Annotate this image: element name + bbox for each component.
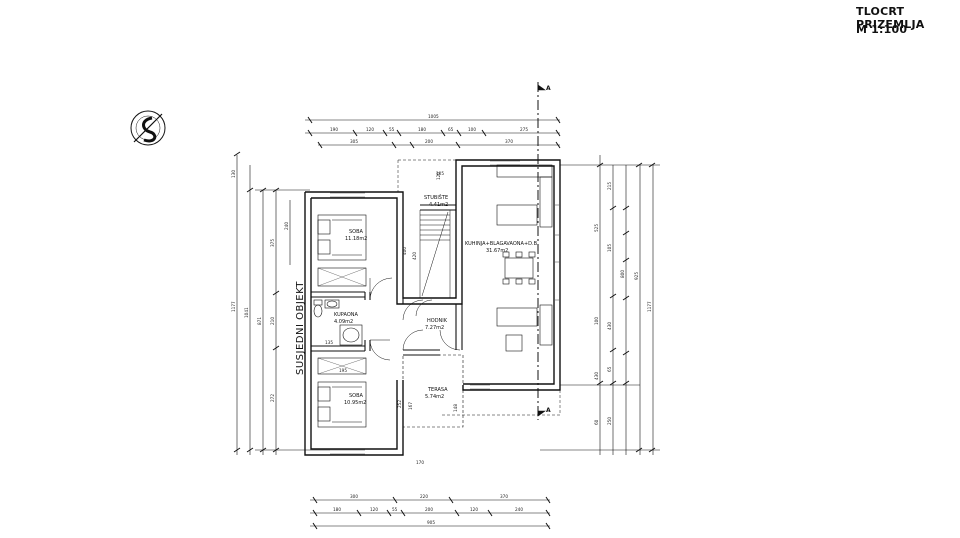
bed-icon [317,214,367,261]
dim-left-extra-0: 130 [231,170,236,178]
dim-bot-r2-1: 120 [370,507,378,512]
dim-int-6: 252 [397,400,402,408]
dim-bot-r1-2: 370 [500,494,508,499]
dim-top-r1-6: 275 [520,127,528,132]
dim-top-r2-4: 370 [505,139,513,144]
dim-top-r1-4: 65 [448,127,454,132]
dim-top-r1-5: 100 [468,127,476,132]
kitchen-counter [496,164,553,228]
dim-right-col5-0: 525 [594,224,599,232]
drawing-title: TLOCRT PRIZEMLJA [856,5,925,31]
dim-top-r1-1: 120 [366,127,374,132]
dim-left-col2: 1041 [244,307,249,318]
dim-bot-r1-1: 220 [420,494,428,499]
windows [330,160,559,455]
dim-int-9: 170 [416,460,424,465]
neighbor-label: SUSJEDNI OBJEKT [295,281,306,375]
left-dimension-lines [233,151,330,455]
wardrobe-icon [317,357,367,375]
dim-top-r2-0: 305 [350,139,358,144]
dim-int-2: 400 [402,247,407,255]
dim-right-col2: 925 [634,272,639,280]
dim-bot-r2-4: 120 [470,507,478,512]
dim-int-3: 420 [412,252,417,260]
dim-top-r1-2: 55 [389,127,395,132]
roof-outline [397,159,561,416]
terrace-outline [402,354,464,428]
dim-left-col3: 871 [257,317,262,325]
dim-bot-r2-3: 200 [425,507,433,512]
room-name-hodnik: HODNIK [427,318,448,324]
dim-left-extra-1: 240 [284,222,289,230]
dim-left-col4-0: 375 [270,239,275,247]
bottom-dimension-lines [310,496,551,530]
dim-int-0: 105 [436,171,444,176]
drawing-scale: M 1:100 [856,23,908,36]
dim-left-col4-2: 272 [270,394,275,402]
dim-int-8: 148 [453,404,458,412]
room-name-terasa: TERASA [427,387,448,393]
sofa-icon [496,304,553,352]
dim-bot-r2-5: 240 [515,507,523,512]
room-name-stubiste: STUBIŠTE [424,194,448,201]
dim-bot-r1-0: 300 [350,494,358,499]
dim-int-5: 135 [325,340,333,345]
dim-right-col3: 800 [620,270,625,278]
room-name-soba1: SOBA [349,229,364,235]
dim-right-col5-1: 100 [594,317,599,325]
room-name-kuhinja: KUHINJA+BLAGAVAONA+D.B. [465,241,539,247]
bed-icon [317,381,367,428]
room-area-kuhinja: 31.67m2 [486,248,508,254]
dim-bot-r2-2: 55 [392,507,398,512]
dim-top-r2-2: 200 [425,139,433,144]
door-swings [369,277,461,361]
section-label-bottom: A [546,407,551,414]
dim-int-7: 167 [408,402,413,410]
dim-right-col4-4: 250 [607,417,612,425]
room-area-kupaona: 4.09m2 [334,319,353,325]
compass-icon [130,110,166,146]
dim-top-r1-0: 190 [330,127,338,132]
room-area-hodnik: 7.27m2 [425,325,444,331]
dim-right-col5-2: 430 [594,372,599,380]
dim-top-r1-3: 180 [418,127,426,132]
room-area-stubiste: 4.41m2 [429,202,448,208]
dim-top-total: 1005 [428,114,439,119]
dim-bot-r2-0: 180 [333,507,341,512]
sink-icon [324,299,340,309]
dim-int-1: 120 [436,172,441,180]
dim-right-col4-1: 105 [607,244,612,252]
section-label-top: A [546,85,551,92]
dim-right-col4-3: 65 [607,366,612,372]
wardrobe-icon [317,267,367,287]
dining-table-icon [502,251,536,285]
dim-int-4: 195 [339,368,347,373]
dim-right-col4-2: 430 [607,322,612,330]
dim-bot-total: 905 [427,520,435,525]
top-dimension-lines [305,116,561,149]
room-area-soba2: 10.95m2 [344,400,366,406]
room-area-soba1: 11.18m2 [345,236,367,242]
staircase [419,210,451,298]
dim-right-col4-0: 215 [607,182,612,190]
dim-right-total: 1177 [647,301,652,312]
room-name-soba2: SOBA [349,393,364,399]
dim-left-col4-1: 210 [270,317,275,325]
toilet-icon [313,299,323,318]
bathtub-icon [339,324,363,346]
room-name-kupaona: KUPAONA [334,312,359,318]
dim-left-total: 1177 [231,301,236,312]
dim-right-col5-3: 60 [594,419,599,425]
right-dimension-lines [540,155,660,455]
room-area-terasa: 5.74m2 [425,394,444,400]
